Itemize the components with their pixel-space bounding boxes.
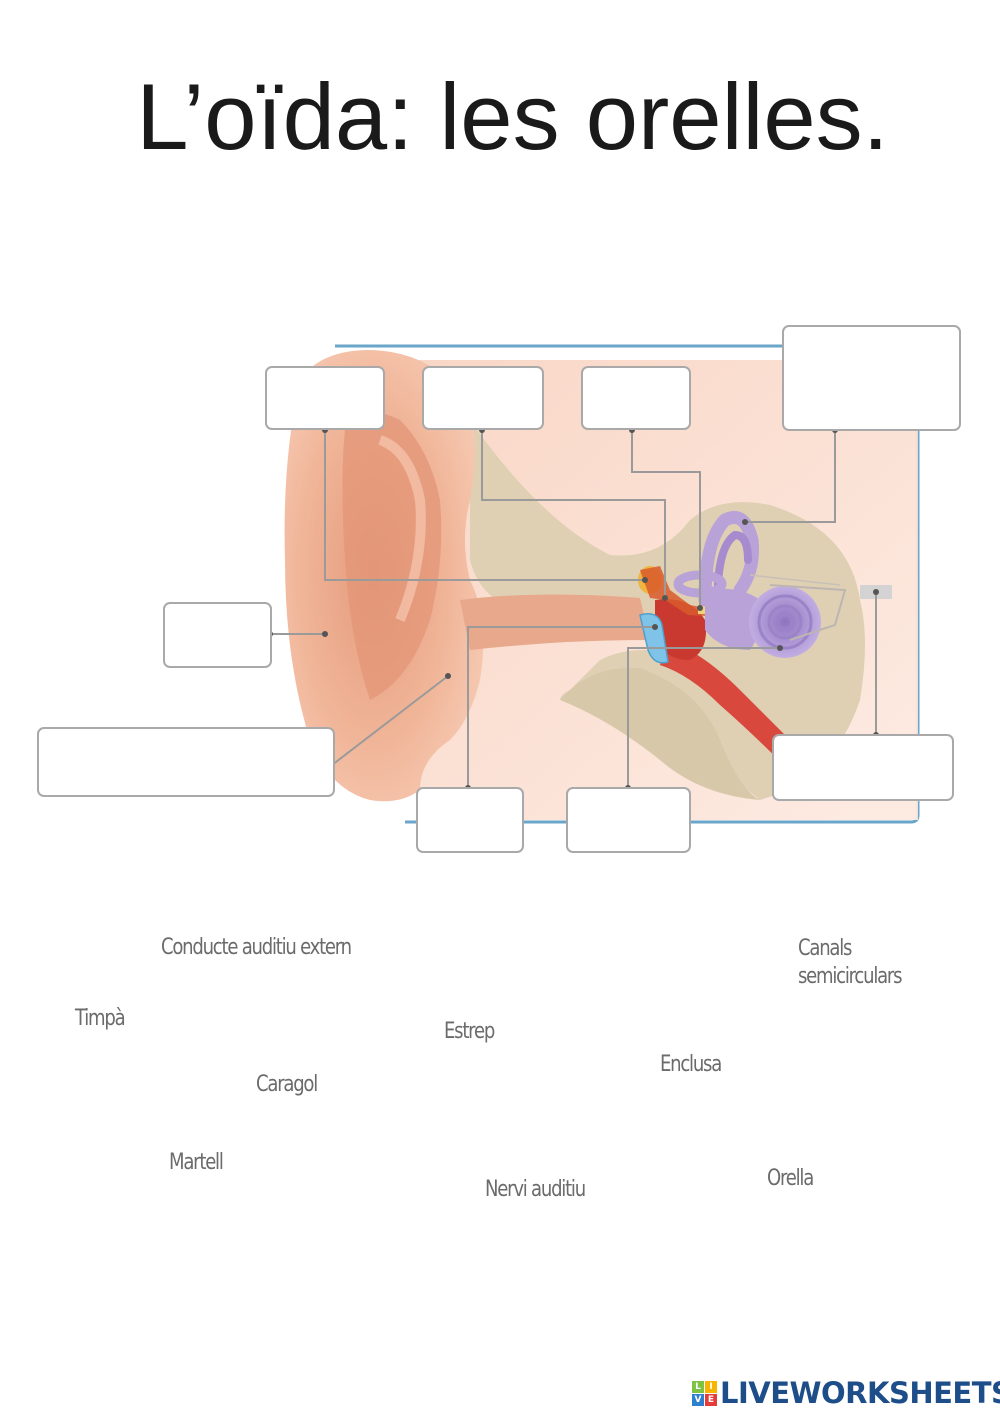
answer-box-bottom-2[interactable] [566, 787, 691, 853]
word-martell[interactable]: Martell [169, 1150, 224, 1175]
logo-grid-icon: L I V E [692, 1380, 717, 1406]
leader-lines [270, 430, 877, 788]
logo-letter-i: I [705, 1380, 717, 1393]
answer-box-top-right[interactable] [782, 325, 961, 431]
ear-canal [460, 594, 650, 650]
vestibule [705, 588, 762, 650]
logo-letter-e: E [705, 1393, 717, 1406]
ear-diagram [267, 344, 920, 824]
word-timpa[interactable]: Timpà [75, 1006, 126, 1031]
word-estrep[interactable]: Estrep [444, 1019, 495, 1044]
word-caragol[interactable]: Caragol [256, 1072, 318, 1097]
ossicle-chain [640, 566, 708, 616]
antihelix [378, 435, 426, 622]
answer-box-bottom-1[interactable] [416, 787, 524, 853]
word-orella[interactable]: Orella [767, 1166, 814, 1191]
liveworksheets-logo: L I V E LIVEWORKSHEETS [692, 1376, 1000, 1410]
logo-brand-text: LIVEWORKSHEETS [720, 1376, 1000, 1410]
answer-box-left-wide[interactable] [37, 727, 335, 797]
answer-box-top-2[interactable] [422, 366, 544, 430]
word-nervi-auditiu[interactable]: Nervi auditiu [485, 1177, 586, 1202]
semicircular-canal-2 [714, 530, 752, 589]
answer-box-top-1[interactable] [265, 366, 385, 430]
word-canals-semicirculars[interactable]: Canals semicirculars [798, 935, 903, 991]
logo-letter-v: V [692, 1393, 704, 1406]
page-title: L’oïda: les orelles. [136, 64, 889, 169]
auditory-nerve [769, 584, 847, 641]
answer-box-left-middle[interactable] [163, 602, 272, 668]
answer-box-bottom-right[interactable] [772, 734, 954, 801]
semicircular-canal-1 [698, 511, 759, 607]
answer-box-top-3[interactable] [581, 366, 691, 430]
word-conducte-auditiu-extern[interactable]: Conducte auditiu extern [161, 935, 352, 960]
word-canals-line1: Canals [798, 936, 852, 961]
lower-bone [560, 667, 760, 800]
word-canals-line2: semicirculars [798, 964, 903, 989]
logo-letter-l: L [692, 1380, 704, 1393]
word-enclusa[interactable]: Enclusa [660, 1052, 722, 1077]
